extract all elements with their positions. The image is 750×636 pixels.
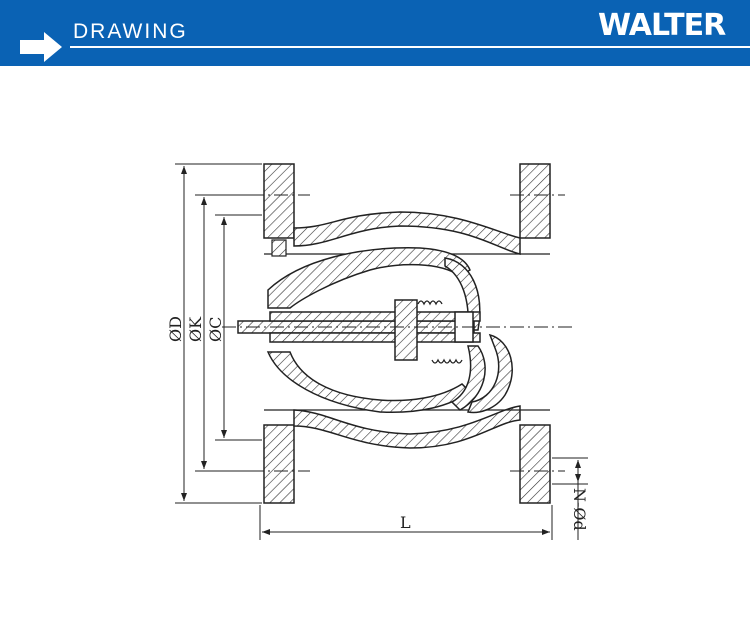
header-bar: DRAWING WALTER — [0, 0, 750, 66]
right-flange — [519, 163, 551, 504]
springs — [417, 300, 463, 364]
label-diameter-c: ØC — [206, 317, 225, 342]
top-bolt — [271, 239, 287, 257]
page-title: DRAWING — [73, 20, 188, 43]
header-underline — [70, 46, 750, 48]
valve-drawing: ØD ØK ØC L N-Ød — [166, 163, 589, 540]
arrow-right-icon — [20, 32, 62, 62]
label-length: L — [400, 513, 411, 532]
valve-disc — [266, 247, 513, 414]
valve-body — [264, 211, 550, 449]
label-bolt-holes: N-Ød — [570, 488, 589, 531]
valve-shaft — [237, 299, 481, 361]
label-diameter-k: ØK — [186, 316, 205, 342]
label-diameter-d: ØD — [166, 316, 185, 342]
brand-logo-text: WALTER — [598, 8, 726, 43]
dimension-lines — [175, 163, 588, 540]
left-flange — [263, 163, 295, 504]
dimension-arrows — [181, 166, 581, 535]
brand-logo: WALTER — [598, 8, 728, 48]
